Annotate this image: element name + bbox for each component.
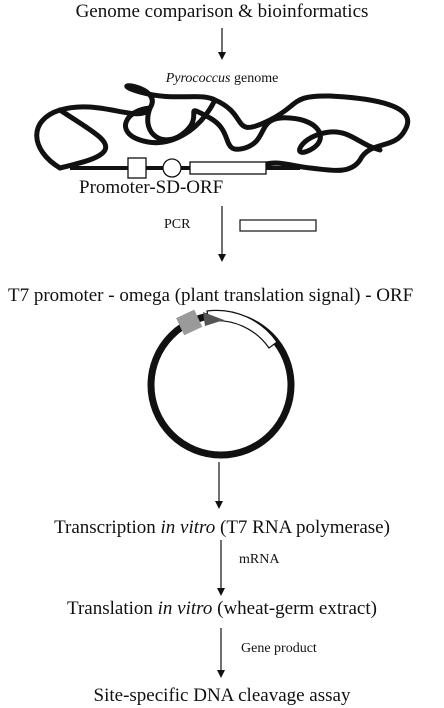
- step-translation: Translation in vitro (wheat-germ extract…: [0, 599, 444, 618]
- plasmid-orf-insert: [206, 309, 278, 349]
- translation-italic: in vitro: [157, 598, 213, 619]
- promoter-sd-orf-label: Promoter-SD-ORF: [79, 177, 224, 198]
- genome-label: Pyrococcus genome: [0, 72, 444, 86]
- pcr-product-rect: [239, 219, 317, 232]
- promoter-box: [127, 157, 147, 179]
- gene-structure: [70, 157, 300, 179]
- genome-loop: [34, 83, 411, 173]
- gene-product-label: Gene product: [241, 641, 317, 656]
- omega-arrow: [203, 312, 224, 326]
- step-assay: Site-specific DNA cleavage assay: [93, 685, 351, 706]
- genome-label-rest: genome: [230, 71, 279, 86]
- sd-circle: [162, 158, 182, 178]
- transcription-post: (T7 RNA polymerase): [215, 517, 390, 538]
- pcr-label: PCR: [164, 217, 191, 232]
- transcription-italic: in vitro: [160, 517, 216, 538]
- step-transcription: Transcription in vitro (T7 RNA polymeras…: [0, 518, 444, 537]
- step-construct: T7 promoter - omega (plant translation s…: [8, 285, 414, 306]
- translation-pre: Translation: [67, 598, 158, 619]
- plasmid: [147, 309, 295, 459]
- translation-post: (wheat-germ extract): [212, 598, 377, 619]
- t7-promoter-box: [176, 309, 203, 336]
- step-genome-comparison: Genome comparison & bioinformatics: [75, 1, 369, 22]
- mrna-label: mRNA: [239, 552, 280, 567]
- orf-rect: [189, 161, 267, 175]
- transcription-pre: Transcription: [54, 517, 161, 538]
- genome-label-italic: Pyrococcus: [165, 71, 231, 86]
